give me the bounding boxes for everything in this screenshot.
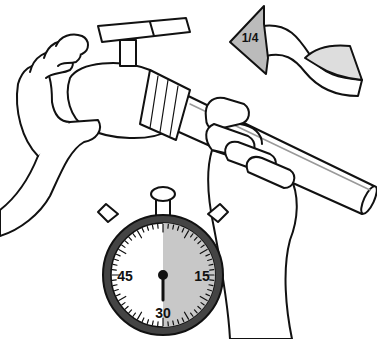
tick-mark: [116, 254, 120, 256]
tick-mark: [172, 225, 174, 229]
right-hand: [206, 98, 297, 339]
tick-mark: [125, 241, 128, 244]
tick-mark: [182, 318, 184, 322]
quarter-turn-arrow: [230, 6, 362, 96]
tick-mark: [119, 297, 126, 301]
tick-mark: [178, 226, 179, 230]
tick-mark: [178, 320, 179, 324]
tick-mark: [201, 303, 204, 305]
tick-mark: [191, 234, 193, 237]
tick-mark: [125, 306, 128, 309]
label-holder: 15: [194, 269, 210, 283]
tick-mark: [122, 303, 125, 305]
tick-mark: [113, 284, 117, 286]
label-holder: 45: [117, 269, 133, 283]
tick-mark: [157, 322, 159, 326]
tick-mark: [185, 231, 189, 238]
tick-mark: [133, 313, 135, 316]
tick-mark: [182, 228, 184, 232]
tick-mark: [147, 320, 148, 324]
tick-mark: [208, 259, 212, 260]
tick-mark: [198, 241, 201, 244]
tick-mark: [147, 226, 148, 230]
tick-mark: [194, 310, 197, 313]
tick-mark: [129, 310, 132, 313]
tick-mark: [129, 237, 132, 240]
tick-mark: [162, 224, 163, 232]
label-holder: 1/4: [242, 32, 259, 44]
tick-mark: [167, 322, 169, 326]
tick-mark: [200, 297, 207, 301]
tick-mark: [116, 294, 120, 296]
tick-mark: [138, 231, 142, 238]
label-holder: 30: [155, 306, 171, 320]
tick-mark: [185, 312, 189, 319]
tick-mark: [122, 245, 125, 247]
tick-mark: [194, 237, 197, 240]
tick-mark: [112, 279, 116, 281]
tick-mark: [200, 250, 207, 254]
tick-mark: [206, 254, 210, 256]
tick-mark: [206, 294, 210, 296]
tick-mark: [142, 228, 144, 232]
tick-mark: [119, 250, 126, 254]
dial-number: 45: [117, 269, 133, 283]
stopwatch: [98, 187, 228, 335]
tick-mark: [209, 284, 213, 286]
tick-mark: [198, 306, 201, 309]
tick-mark: [142, 318, 144, 322]
tick-mark: [172, 321, 174, 325]
left-hand: [0, 34, 100, 236]
dial-number: 15: [194, 269, 210, 283]
tick-mark: [113, 264, 117, 266]
tick-mark: [114, 259, 118, 260]
tick-mark: [210, 269, 214, 271]
tick-mark: [191, 313, 193, 316]
tick-mark: [112, 269, 116, 271]
tick-mark: [201, 245, 204, 247]
tick-mark: [210, 279, 214, 281]
tick-mark: [208, 290, 212, 291]
tick-mark: [138, 312, 142, 319]
tick-mark: [157, 224, 159, 228]
turn-fraction: 1/4: [242, 32, 259, 44]
tick-mark: [209, 264, 213, 266]
tick-mark: [152, 225, 154, 229]
tick-mark: [133, 234, 135, 237]
tick-mark: [114, 290, 118, 291]
tick-mark: [152, 321, 154, 325]
tick-mark: [167, 224, 169, 228]
dial-number: 30: [155, 306, 171, 320]
